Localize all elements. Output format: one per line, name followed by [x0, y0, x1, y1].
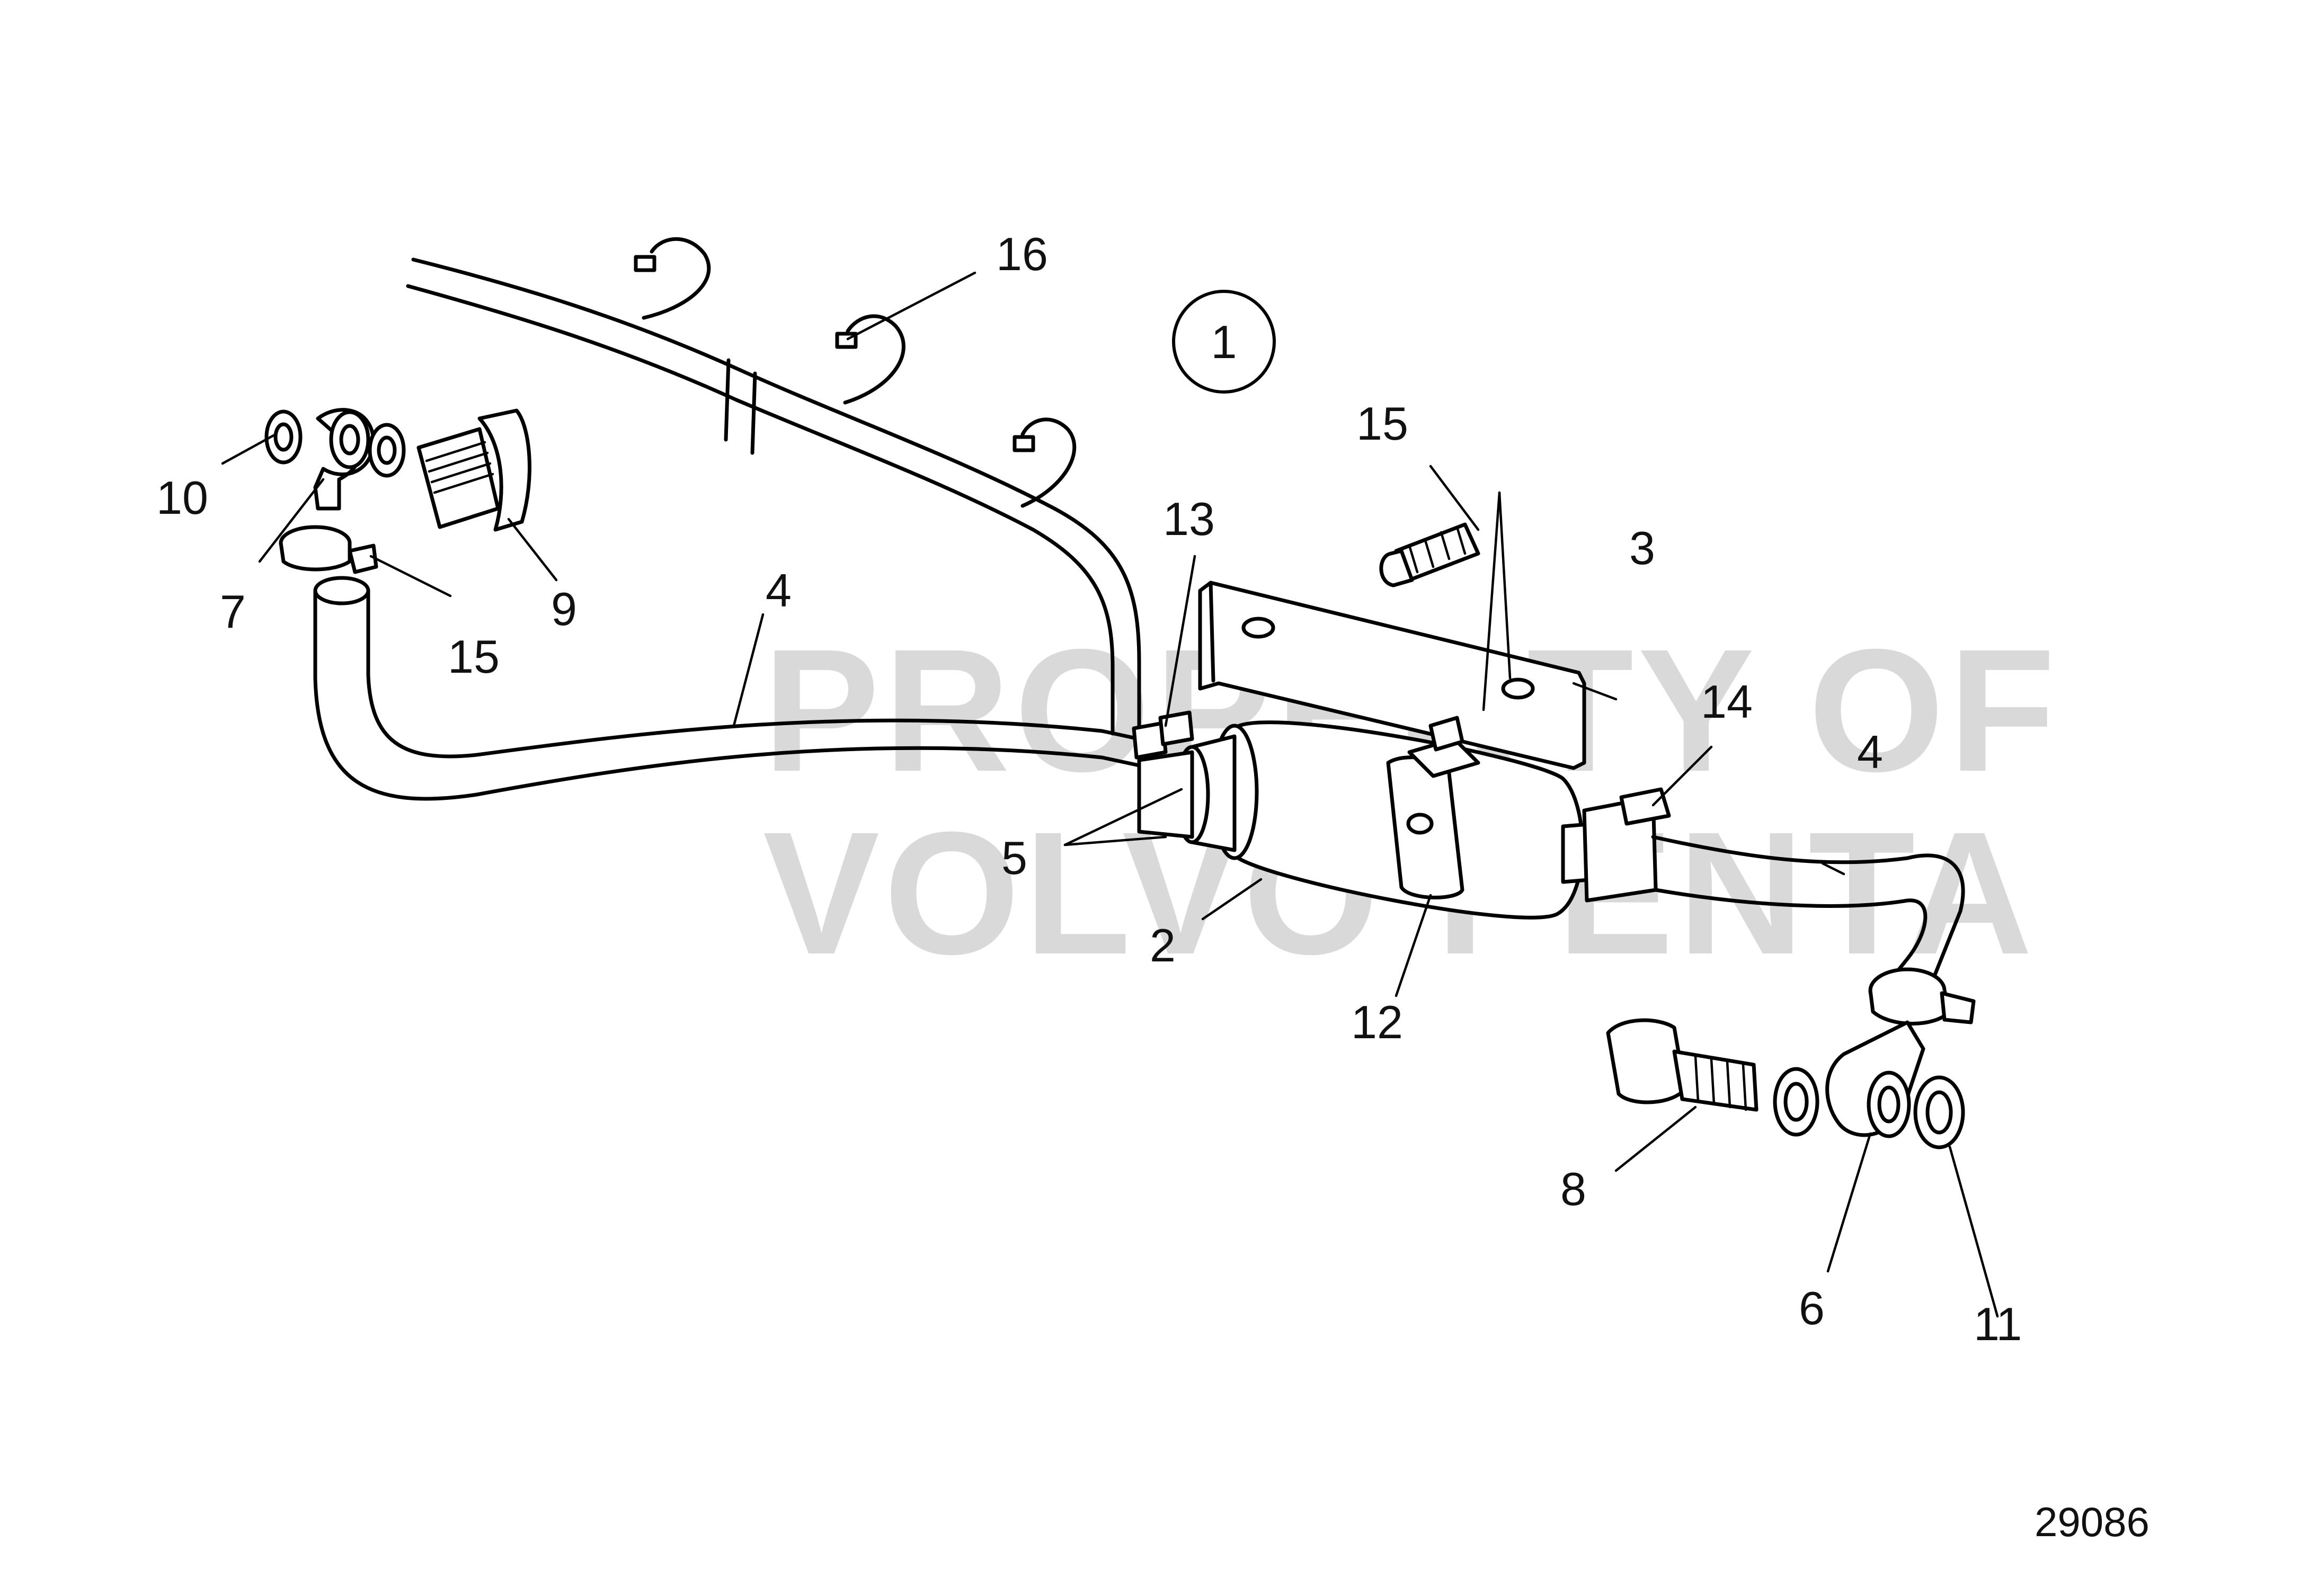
- callout-15-left: 15: [448, 630, 500, 683]
- clip-tab: [1013, 435, 1035, 452]
- callout-3: 3: [1629, 522, 1655, 574]
- view-marker: 1: [1172, 290, 1276, 394]
- callout-7: 7: [220, 585, 246, 638]
- clip-tab: [634, 255, 656, 272]
- fuel-hose-right: [1651, 835, 1976, 1026]
- fuel-hose-left: [313, 576, 1141, 801]
- left-banjo-assembly: [264, 408, 531, 574]
- view-marker-label: 1: [1211, 316, 1237, 368]
- callout-16: 16: [996, 228, 1048, 280]
- callout-11: 11: [1974, 1298, 2022, 1350]
- callout-4-left: 4: [766, 564, 792, 617]
- bracket-bolt: [1379, 522, 1480, 587]
- filter-bracket: [1198, 581, 1586, 770]
- return-hose-upper: [406, 257, 1141, 736]
- leader-lines: [221, 271, 1999, 1318]
- callout-4-right: 4: [1857, 726, 1883, 778]
- drawing-number: 29086: [2035, 1499, 2150, 1545]
- hose-clamps: [1132, 710, 1671, 903]
- callout-6: 6: [1799, 1282, 1825, 1334]
- callout-2: 2: [1150, 919, 1176, 971]
- callout-10: 10: [156, 471, 208, 524]
- filter-strap-clamp: [1386, 716, 1480, 899]
- right-banjo-assembly: [1606, 1018, 1965, 1149]
- callout-14: 14: [1701, 675, 1753, 728]
- callout-12: 12: [1351, 996, 1403, 1048]
- hose-clip-16: [634, 237, 1077, 508]
- callout-labels: 16 15 13 3 14 4 4 10 7 9 15 5 2 12 8 6 1…: [156, 228, 2022, 1350]
- callout-15-top: 15: [1356, 397, 1408, 450]
- callout-5: 5: [1001, 832, 1027, 884]
- clip-tab: [835, 332, 858, 349]
- callout-8: 8: [1560, 1163, 1586, 1215]
- callout-13: 13: [1163, 493, 1215, 545]
- callout-9: 9: [551, 583, 577, 635]
